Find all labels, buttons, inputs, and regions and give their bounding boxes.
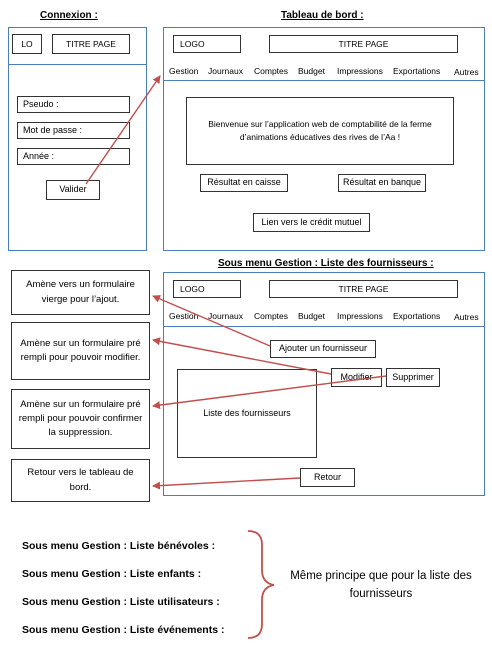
supplier-menu-divider (163, 326, 485, 327)
edit-supplier-button[interactable]: Modifier (331, 368, 382, 387)
menu-journaux[interactable]: Journaux (208, 66, 243, 76)
other-menu-volunteers: Sous menu Gestion : Liste bénévoles : (22, 540, 216, 552)
pseudo-field[interactable]: Pseudo : (17, 96, 130, 113)
welcome-message: Bienvenue sur l’application web de compt… (186, 97, 454, 165)
note-add-form: Amène vers un formulaire vierge pour l’a… (11, 270, 150, 315)
login-header-divider (8, 64, 147, 65)
menu-comptes[interactable]: Comptes (254, 66, 289, 76)
supplier-menu-autres[interactable]: Autres (454, 312, 479, 322)
login-wireframe (8, 27, 147, 251)
supplier-logo-box: LOGO (173, 280, 241, 298)
login-logo-box: LO (12, 34, 42, 54)
supplier-menu-gestion[interactable]: Gestion (169, 311, 199, 321)
menu-exportations[interactable]: Exportations (393, 66, 441, 76)
menu-impressions[interactable]: Impressions (337, 66, 383, 76)
menu-autres[interactable]: Autres (454, 67, 479, 77)
cash-result-button[interactable]: Résultat en caisse (200, 174, 288, 192)
other-menu-users: Sous menu Gestion : Liste utilisateurs : (22, 596, 220, 608)
add-supplier-button[interactable]: Ajouter un fournisseur (270, 340, 376, 358)
login-title-box: TITRE PAGE (52, 34, 130, 54)
year-field[interactable]: Année : (17, 148, 130, 165)
credit-mutuel-link[interactable]: Lien vers le crédit mutuel (253, 213, 370, 232)
heading-login: Connexion : (40, 10, 98, 21)
other-menu-children: Sous menu Gestion : Liste enfants : (22, 568, 202, 580)
supplier-menu-impressions[interactable]: Impressions (337, 311, 383, 321)
dashboard-logo-box: LOGO (173, 35, 241, 53)
note-delete-form: Amène sur un formulaire pré rempli pour … (11, 389, 150, 449)
delete-supplier-button[interactable]: Supprimer (386, 368, 440, 387)
menu-gestion[interactable]: Gestion (169, 66, 199, 76)
dashboard-menu-divider (163, 80, 485, 81)
heading-supplier-menu: Sous menu Gestion : Liste des fournisseu… (218, 258, 434, 269)
dashboard-title-box: TITRE PAGE (269, 35, 458, 53)
supplier-menu-comptes[interactable]: Comptes (254, 311, 289, 321)
right-curly-brace (247, 530, 275, 639)
other-menu-events: Sous menu Gestion : Liste événements : (22, 624, 225, 636)
menu-budget[interactable]: Budget (298, 66, 325, 76)
note-back-dashboard: Retour vers le tableau de bord. (11, 459, 150, 502)
supplier-title-box: TITRE PAGE (269, 280, 458, 298)
same-principle-text: Même principe que pour la liste des four… (290, 570, 472, 600)
heading-dashboard: Tableau de bord : (281, 10, 364, 21)
back-button[interactable]: Retour (300, 468, 355, 487)
supplier-menu-exportations[interactable]: Exportations (393, 311, 441, 321)
password-field[interactable]: Mot de passe : (17, 122, 130, 139)
note-edit-form: Amène sur un formulaire pré rempli pour … (11, 322, 150, 380)
validate-button[interactable]: Valider (46, 180, 100, 200)
supplier-menu-journaux[interactable]: Journaux (208, 311, 243, 321)
supplier-menu-budget[interactable]: Budget (298, 311, 325, 321)
bank-result-button[interactable]: Résultat en banque (338, 174, 426, 192)
supplier-list-table: Liste des fournisseurs (177, 369, 317, 458)
